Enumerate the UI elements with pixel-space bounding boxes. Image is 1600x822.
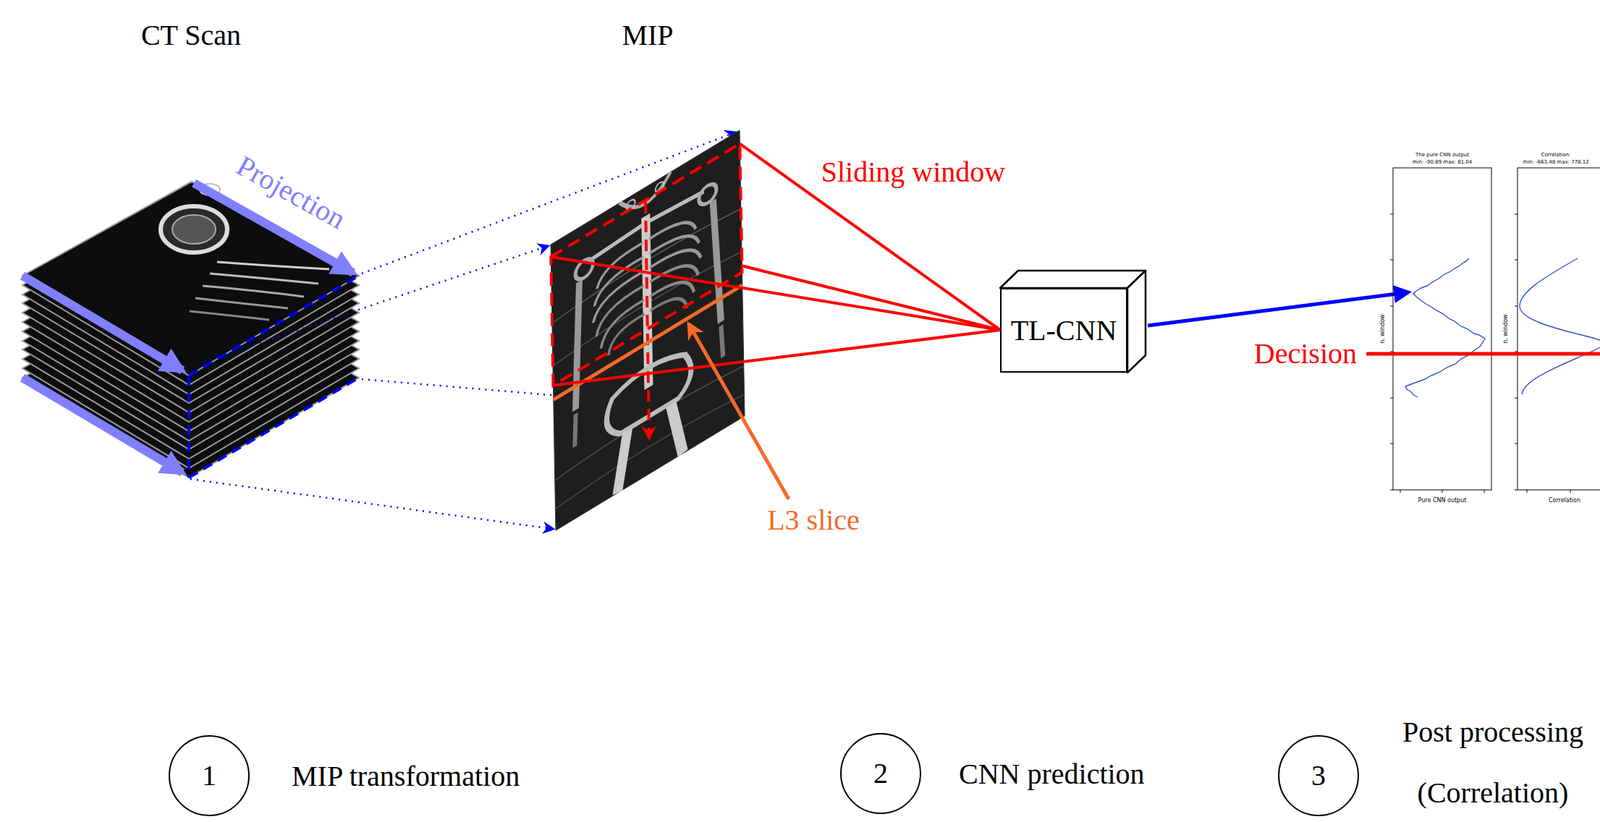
ct-stack — [22, 181, 359, 478]
step-heading: MIP transformation — [291, 759, 520, 794]
axis-label: Pure CNN output — [1416, 497, 1470, 504]
step-circle: 1MIP transformation — [168, 735, 250, 817]
axis-label: n. window — [1378, 312, 1386, 347]
plot-frames — [1390, 167, 1600, 493]
cnn-box: TL-CNN — [1000, 288, 1128, 373]
mip-image — [550, 130, 745, 531]
skeleton — [550, 130, 745, 531]
decision-label: Decision — [1251, 337, 1360, 371]
node-text: 2 — [873, 757, 888, 790]
plot-title: min: -663.48 max: 778.12 — [1520, 159, 1591, 165]
axis-label: n. window — [1501, 312, 1509, 347]
plot-title: Correlation: — [1539, 151, 1574, 158]
step-circle: 3Post processing (Correlation) — [1277, 735, 1360, 817]
step-heading: CNN prediction — [958, 756, 1145, 791]
node-text: 3 — [1311, 759, 1326, 792]
step-heading: Post processing (Correlation) — [1395, 701, 1591, 822]
axis-label: Correlation — [1546, 497, 1583, 504]
plot-title: min: -90.89 max: 81.04 — [1410, 159, 1475, 165]
plot-title: The pure CNN output — [1413, 151, 1472, 158]
column-title: CT Scan — [138, 18, 244, 53]
column-title: MIP — [619, 18, 676, 53]
step-circle: 2CNN prediction — [840, 733, 922, 815]
node-text: 1 — [201, 759, 217, 792]
sliding-window-label: Sliding window — [819, 155, 1008, 189]
node-text: TL-CNN — [1010, 314, 1118, 347]
l3-slice-label: L3 slice — [764, 503, 862, 537]
